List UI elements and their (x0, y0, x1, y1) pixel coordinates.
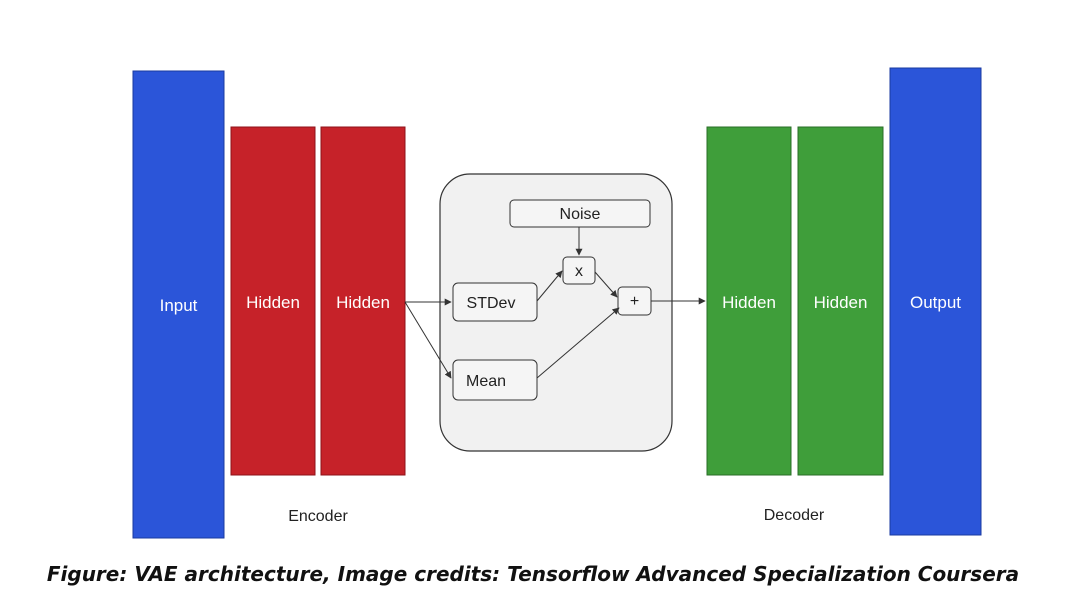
output-layer (889, 67, 982, 536)
figure-caption: Figure: VAE architecture, Image credits:… (46, 562, 1020, 586)
arrow-mean-to-add (536, 307, 620, 379)
multiply-label: x (575, 263, 583, 280)
stdev-node (452, 282, 538, 322)
mean-node (452, 359, 538, 401)
decoder-label: Decoder (764, 507, 825, 524)
decoder-hidden-layer-2 (797, 126, 884, 476)
encoder-hidden-layer-1 (230, 126, 316, 476)
encoder-label: Encoder (288, 508, 348, 525)
arrow-multiply-to-add (594, 271, 618, 298)
arrow-stdev-to-multiply (536, 270, 563, 302)
stdev-label: STDev (467, 295, 516, 312)
decoder-hidden-layer-1 (706, 126, 792, 476)
encoder-hidden-label-2: Hidden (336, 293, 390, 312)
decoder-hidden-label-1: Hidden (722, 293, 776, 312)
mean-label: Mean (466, 373, 506, 390)
noise-label: Noise (560, 206, 601, 223)
arrow-hidden-to-mean (404, 301, 452, 379)
output-label: Output (910, 293, 961, 312)
input-layer (132, 70, 225, 539)
encoder-hidden-layer-2 (320, 126, 406, 476)
add-label: + (630, 293, 639, 310)
decoder-hidden-label-2: Hidden (814, 293, 868, 312)
input-label: Input (160, 296, 198, 315)
noise-node (509, 199, 651, 228)
vae-diagram: Input Hidden Hidden Noise x STDev + Mean… (132, 67, 982, 539)
multiply-node (562, 256, 596, 285)
encoder-hidden-label-1: Hidden (246, 293, 300, 312)
